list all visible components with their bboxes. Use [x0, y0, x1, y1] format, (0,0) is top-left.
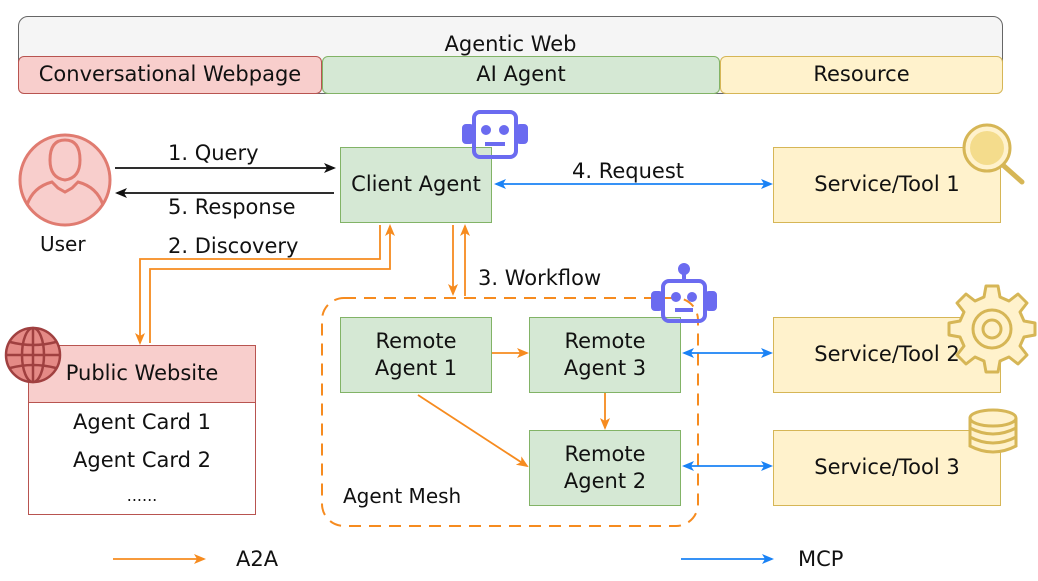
remote-agent-2-label: Remote Agent 2 — [563, 441, 647, 493]
remote-agent-3-label: Remote Agent 3 — [563, 328, 647, 380]
agent-mesh-label: Agent Mesh — [343, 484, 462, 508]
edge-label-workflow: 3. Workflow — [478, 266, 602, 290]
discovery-arrow-down — [135, 225, 381, 345]
edge-label-response: 5. Response — [168, 195, 296, 219]
agent-card-2: Agent Card 2 — [73, 448, 211, 472]
header-section-agent-label: AI Agent — [476, 62, 566, 87]
public-website-title: Public Website — [65, 361, 219, 386]
public-website-header: Public Website — [28, 345, 256, 403]
database-icon — [968, 408, 1018, 454]
legend-mcp-label: MCP — [798, 547, 844, 571]
mesh-robot-icon — [651, 263, 717, 323]
header-section-webpage: Conversational Webpage — [18, 56, 322, 94]
discovery-arrow-up — [149, 224, 395, 343]
edge-label-query: 1. Query — [168, 141, 259, 165]
legend-a2a-label: A2A — [236, 547, 279, 571]
service-tool-3-label: Service/Tool 3 — [814, 455, 960, 480]
header-section-resource: Resource — [720, 56, 1003, 94]
public-website-card-list — [28, 403, 256, 515]
remote-agent-2-node: Remote Agent 2 — [529, 430, 681, 506]
edge-label-request: 4. Request — [572, 159, 685, 183]
user-icon — [18, 133, 112, 227]
service-tool-1-label: Service/Tool 1 — [814, 172, 960, 197]
header-title: Agentic Web — [444, 32, 577, 56]
gear-icon — [947, 284, 1037, 374]
client-robot-icon — [462, 110, 528, 159]
agent-mesh-container — [321, 297, 699, 527]
service-tool-1-node: Service/Tool 1 — [773, 147, 1001, 223]
header-section-webpage-label: Conversational Webpage — [38, 62, 302, 87]
service-tool-3-node: Service/Tool 3 — [773, 430, 1001, 506]
header-section-resource-label: Resource — [813, 62, 910, 87]
agent-card-more: ...... — [126, 486, 158, 505]
remote-agent-1-label: Remote Agent 1 — [374, 328, 458, 380]
client-agent-node: Client Agent — [340, 147, 492, 223]
magnifier-icon — [962, 123, 1025, 185]
service-tool-2-label: Service/Tool 2 — [814, 342, 960, 367]
globe-icon — [4, 326, 62, 384]
remote-agent-1-node: Remote Agent 1 — [340, 317, 492, 393]
remote-agent-3-node: Remote Agent 3 — [529, 317, 681, 393]
user-label: User — [40, 232, 86, 256]
client-agent-label: Client Agent — [351, 172, 481, 197]
agent1-to-agent2-arrow — [417, 394, 529, 468]
agent-card-1: Agent Card 1 — [73, 410, 211, 434]
header-section-agent: AI Agent — [322, 56, 720, 94]
edge-label-discovery: 2. Discovery — [168, 234, 299, 258]
